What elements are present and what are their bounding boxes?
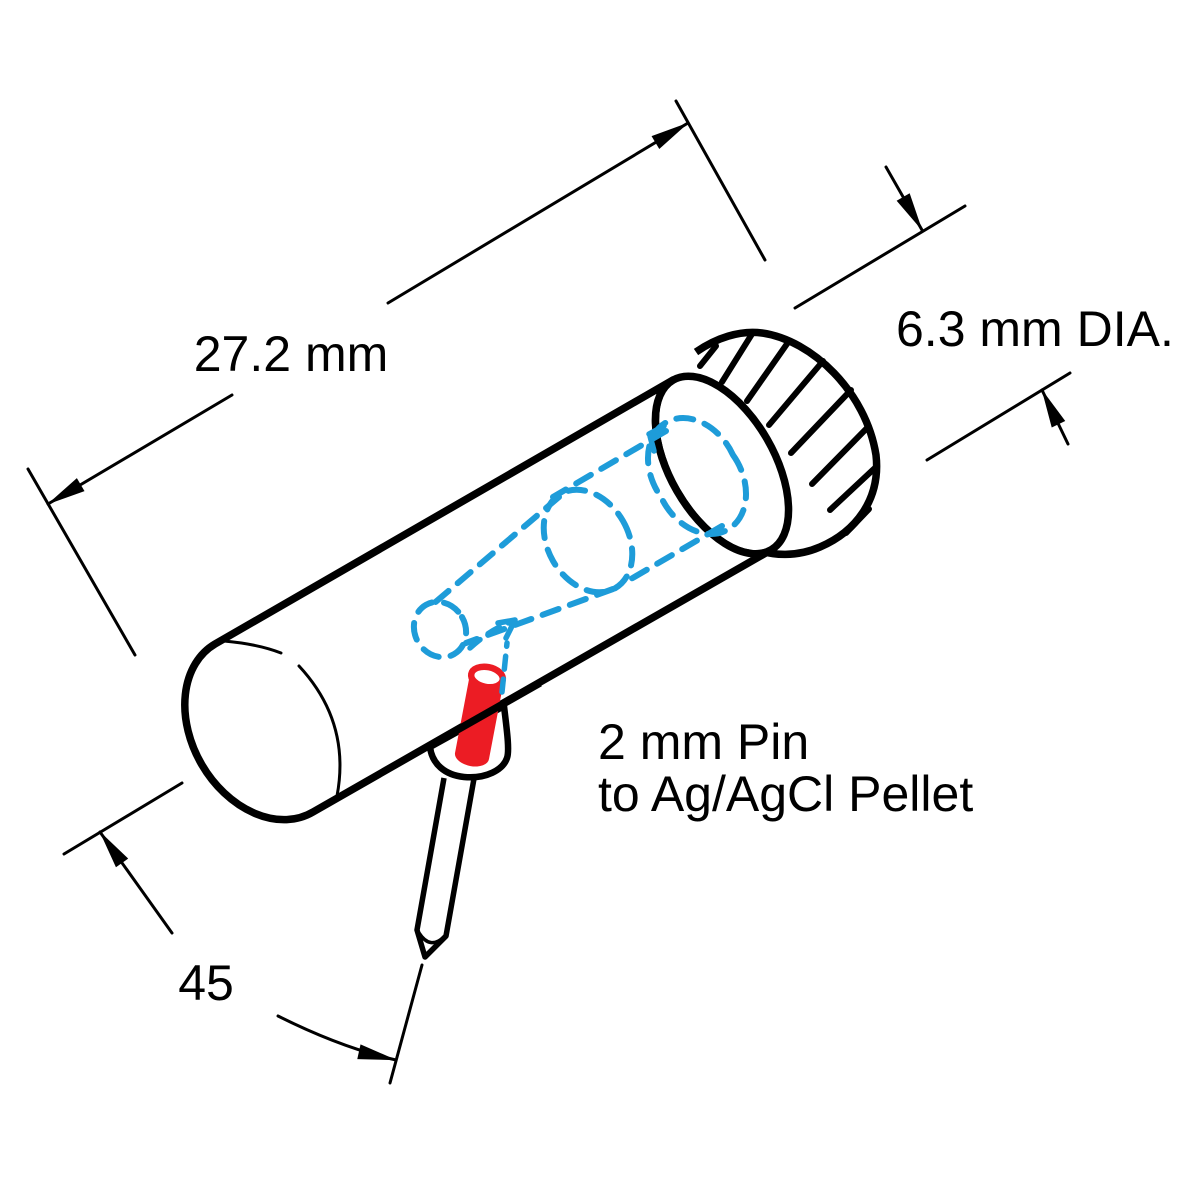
contact-pin — [414, 772, 478, 960]
pin-annotation-line1: 2 mm Pin — [598, 714, 809, 770]
diameter-arrow-upper — [884, 165, 924, 232]
internal-bore-shoulder-dashed — [540, 486, 636, 596]
angle-dimension: 45 — [62, 781, 424, 1085]
pin-connection-arrowhead — [495, 617, 518, 641]
diameter-dimension: 6.3 mm DIA. — [793, 165, 1174, 462]
length-extension-line-right — [674, 99, 767, 262]
knurl-ridges — [697, 331, 879, 536]
angle-dimension-label: 45 — [178, 955, 234, 1011]
contact-pin-chamfer-arc — [417, 931, 446, 945]
bore-dash-arrowhead — [646, 423, 667, 454]
body-edge-over-pin — [434, 679, 542, 746]
length-dimension: 27.2 mm — [26, 99, 767, 657]
length-dimension-line-right — [386, 121, 690, 305]
angle-arrow-upper — [98, 830, 174, 935]
internal-bore-top-line — [550, 428, 669, 500]
length-dimension-label: 27.2 mm — [194, 326, 389, 382]
dome-shading-arc-side — [297, 664, 342, 798]
length-dimension-line-left — [46, 393, 234, 506]
angle-arrow-lower — [276, 1014, 398, 1062]
pin-connection-leader-line — [499, 640, 510, 695]
internal-hidden-lines — [410, 415, 750, 695]
angle-reference-line-pin — [388, 963, 424, 1085]
diameter-arrow-lower — [1040, 388, 1070, 446]
angle-reference-line-body — [62, 781, 184, 856]
diameter-dimension-label: 6.3 mm DIA. — [896, 301, 1174, 357]
diameter-extension-line-upper — [793, 204, 967, 310]
pin-annotation: 2 mm Pin to Ag/AgCl Pellet — [598, 714, 973, 822]
pin-socket-opening — [467, 663, 507, 691]
internal-channel-end-dashed — [410, 598, 470, 661]
internal-bore-dashed — [644, 415, 750, 537]
dome-shading-arc-top — [222, 639, 283, 655]
internal-channel-top-line — [429, 494, 562, 608]
pin-annotation-line2: to Ag/AgCl Pellet — [598, 766, 973, 822]
diameter-extension-line-lower — [925, 371, 1072, 462]
length-extension-line-left — [26, 467, 137, 657]
internal-bore-bottom-line — [621, 523, 725, 586]
